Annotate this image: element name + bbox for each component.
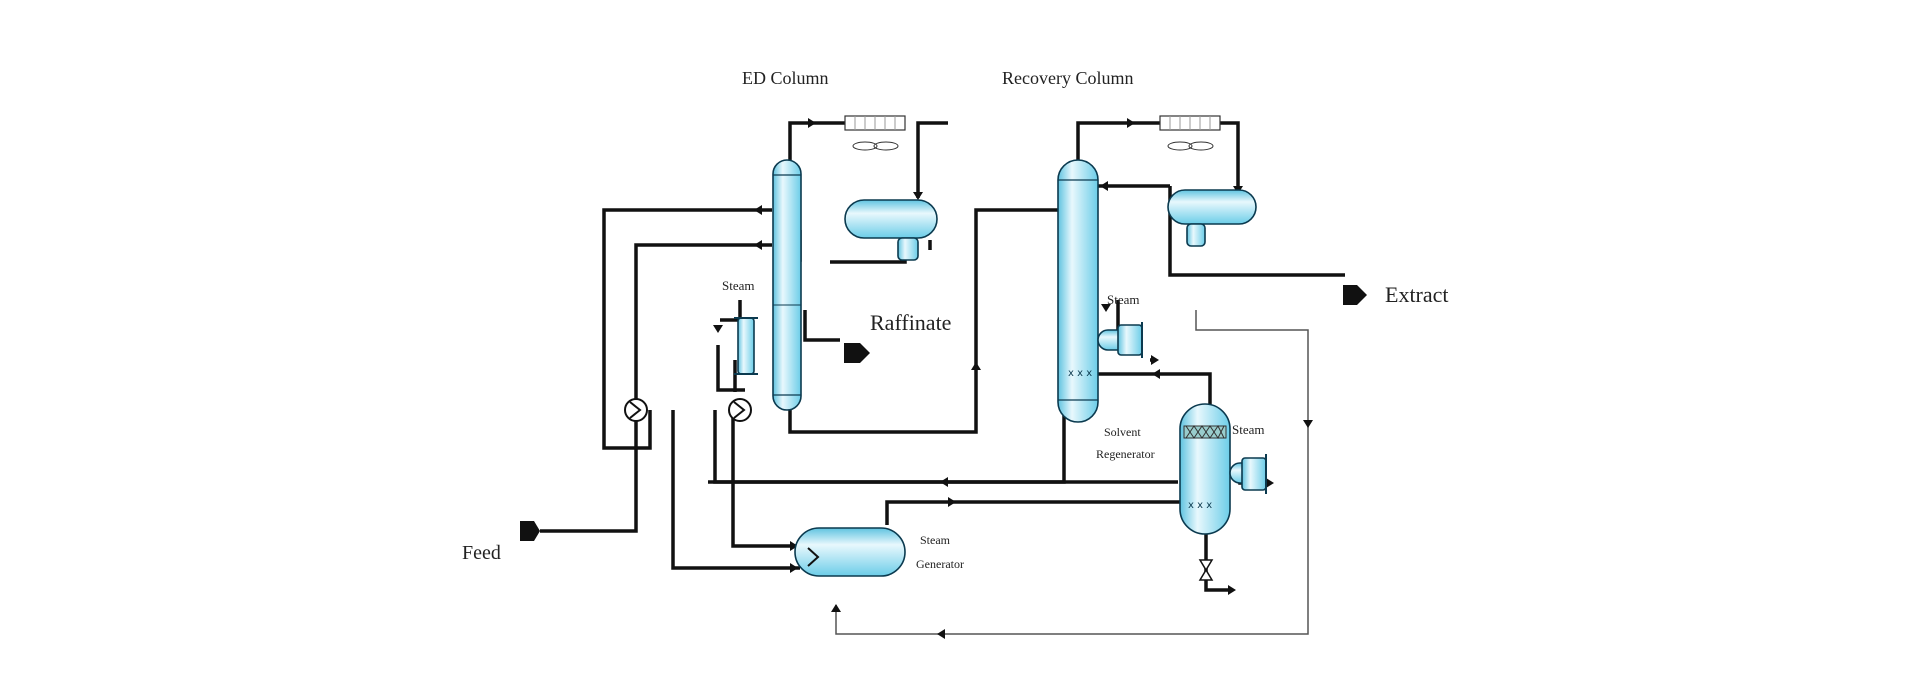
steam-label-regenerator: Steam [1232,422,1265,437]
recovery-column: x x x [1057,159,1099,423]
ed-reflux-drum [844,199,938,261]
svg-text:x x x: x x x [1068,368,1092,379]
extract-label: Extract [1385,282,1449,307]
recovery-column-label: Recovery Column [1002,68,1133,88]
regenerator-reboiler [1229,454,1267,494]
feed-label: Feed [462,542,501,564]
labels: ED Column Recovery Column Feed Raffinate… [462,68,1449,571]
solvent-regenerator: x x x [1179,403,1231,535]
recovery-air-condenser [1159,115,1221,151]
ed-air-condenser [844,115,906,151]
extract-arrow [1343,285,1367,305]
raffinate-arrow [844,343,870,363]
flow-arrows [520,118,1367,639]
solvent-heat-exchanger [728,398,752,422]
steam-generator-label-1: Steam [920,533,951,547]
regenerator-valve [1198,559,1214,581]
solvent-regenerator-label-1: Solvent [1104,425,1141,439]
ed-side-reboiler [734,317,758,375]
piping [540,121,1345,635]
steam-generator [794,527,906,577]
feed-heat-exchanger [624,398,648,422]
recovery-reboiler [1097,322,1143,358]
solvent-regenerator-label-2: Regenerator [1096,447,1155,461]
svg-text:x x x: x x x [1188,500,1212,511]
steam-generator-label-2: Generator [916,557,964,571]
steam-label-recovery: Steam [1107,292,1140,307]
steam-label-ed: Steam [722,278,755,293]
ed-column-label: ED Column [742,68,829,88]
ed-column [772,159,802,411]
feed-arrow [520,521,540,541]
raffinate-label: Raffinate [870,310,951,335]
recovery-reflux-drum [1167,189,1257,247]
